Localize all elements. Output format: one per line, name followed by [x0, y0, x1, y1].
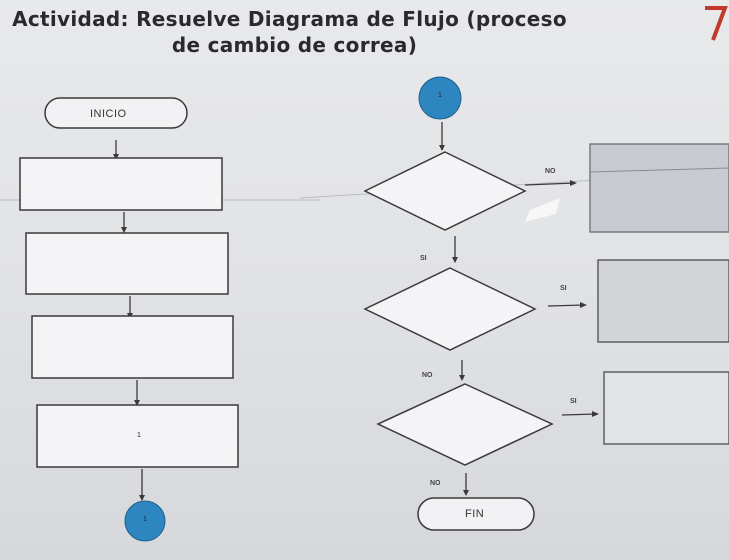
process-box-4: [36, 404, 239, 468]
process-4-note: 1: [137, 432, 141, 439]
process-box-3: [31, 315, 234, 379]
title-line-2: de cambio de correa): [171, 33, 418, 57]
result-box-3: [603, 371, 729, 445]
result-box-2: [597, 259, 729, 343]
connector-bottom-left: [124, 500, 166, 542]
decision-1-right-label: NO: [545, 168, 556, 175]
decision-2-down-label: NO: [422, 372, 433, 379]
end-label: FIN: [465, 508, 485, 520]
glare: [525, 198, 560, 222]
connector-bottom-label: 1: [143, 516, 147, 523]
process-box-1: [19, 157, 223, 211]
decision-diamond-1: [363, 151, 527, 231]
decision-3-right-label: SI: [570, 398, 577, 405]
process-box-2: [25, 232, 229, 295]
result-box-1: [589, 143, 729, 233]
title-line-1: Actividad: Resuelve Diagrama de Flujo (p…: [12, 7, 567, 31]
connector-top-right: [418, 76, 462, 120]
start-label: INICIO: [90, 108, 127, 120]
decision-diamond-2: [363, 267, 537, 351]
start-terminal: [44, 97, 188, 129]
end-terminal: [417, 497, 535, 531]
corner-mark: [705, 6, 728, 41]
decision-1-down-label: SI: [420, 255, 427, 262]
decision-diamond-3: [376, 383, 554, 466]
page-title: Actividad: Resuelve Diagrama de Flujo (p…: [0, 6, 729, 58]
arrow-d1-right: [524, 182, 576, 186]
arrow-d2-right: [547, 304, 586, 307]
decision-3-down-label: NO: [430, 480, 441, 487]
connector-top-label: 1: [438, 92, 442, 99]
result-box-1-divider: [589, 167, 729, 173]
decision-2-right-label: SI: [560, 285, 567, 292]
arrow-d3-right: [561, 413, 598, 416]
